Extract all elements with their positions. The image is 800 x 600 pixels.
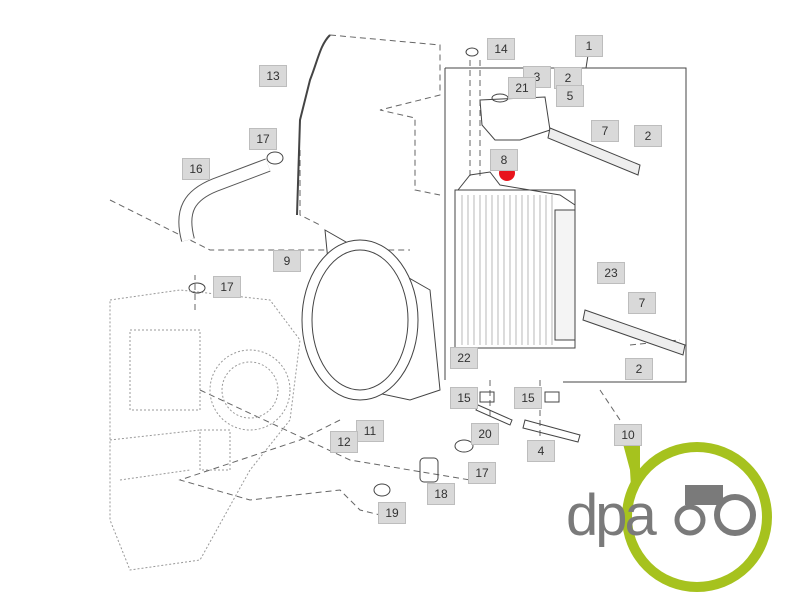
callout-20[interactable]: 20: [471, 423, 499, 445]
callout-22[interactable]: 22: [450, 347, 478, 369]
callout-19[interactable]: 19: [378, 502, 406, 524]
callout-2[interactable]: 2: [625, 358, 653, 380]
engine: [109, 289, 301, 571]
callout-15[interactable]: 15: [450, 387, 478, 409]
dpa-logo: [622, 440, 772, 592]
callout-4[interactable]: 4: [527, 440, 555, 462]
callout-11[interactable]: 11: [356, 420, 384, 442]
callout-16[interactable]: 16: [182, 158, 210, 180]
callout-12[interactable]: 12: [330, 431, 358, 453]
callout-9[interactable]: 9: [273, 250, 301, 272]
callout-1[interactable]: 1: [575, 35, 603, 57]
overflow-pipe: [296, 34, 331, 216]
callout-14[interactable]: 14: [487, 38, 515, 60]
callout-21[interactable]: 21: [508, 77, 536, 99]
logo-text: dpa: [566, 483, 657, 548]
callout-18[interactable]: 18: [427, 483, 455, 505]
callout-23[interactable]: 23: [597, 262, 625, 284]
callout-17[interactable]: 17: [213, 276, 241, 298]
callout-17[interactable]: 17: [249, 128, 277, 150]
callout-8[interactable]: 8: [490, 149, 518, 171]
bracket-top: [547, 127, 641, 176]
expansion-tank: [479, 96, 551, 141]
callout-15[interactable]: 15: [514, 387, 542, 409]
callout-10[interactable]: 10: [614, 424, 642, 446]
tractor-icon: [674, 485, 756, 536]
callout-2[interactable]: 2: [634, 125, 662, 147]
callout-5[interactable]: 5: [556, 85, 584, 107]
bracket-bottom: [582, 309, 686, 356]
callout-13[interactable]: 13: [259, 65, 287, 87]
callout-7[interactable]: 7: [591, 120, 619, 142]
callout-7[interactable]: 7: [628, 292, 656, 314]
wheat-icon: [622, 440, 640, 505]
callout-17[interactable]: 17: [468, 462, 496, 484]
